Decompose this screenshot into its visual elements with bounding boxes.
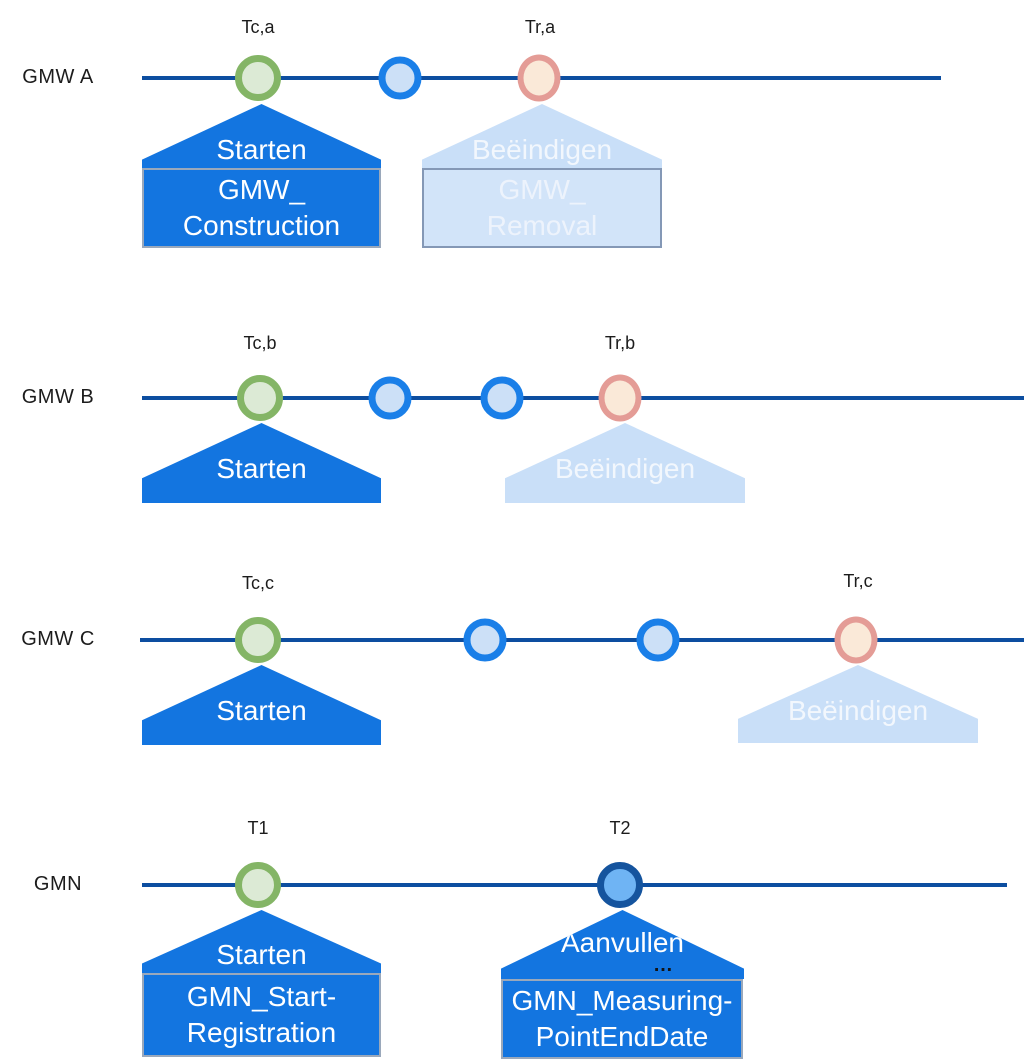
- callout-action-label: Starten: [216, 453, 307, 484]
- row-label-gmw-c: GMW C: [21, 628, 95, 650]
- row-label-gmn: GMN: [33, 873, 83, 895]
- callout-start-gmw-a: Starten: [142, 104, 381, 168]
- tick-label-tcc: Tc,c: [241, 573, 275, 593]
- callout-start-gmn: Starten: [142, 910, 381, 973]
- callout-doc-gmw-a-removal: GMW_ Removal: [422, 168, 662, 248]
- doc-line: Construction: [182, 210, 341, 241]
- event-node-start-icon: [235, 862, 281, 908]
- callout-doc-gmw-a-construction: GMW_ Construction: [142, 168, 381, 248]
- callout-action-label: Starten: [216, 695, 307, 726]
- timeline-gmn: [142, 883, 1007, 887]
- tick-label-t2: T2: [609, 818, 631, 838]
- event-node-intermediate-icon: [463, 618, 507, 662]
- callout-end-gmw-c: Beëindigen: [738, 665, 978, 743]
- doc-line: Registration: [186, 1017, 337, 1048]
- callout-end-gmn: Aanvullen …: [501, 910, 744, 979]
- callout-start-gmw-c: Starten: [142, 665, 381, 745]
- callout-action-label: Starten: [216, 134, 307, 165]
- event-node-intermediate-icon: [480, 376, 524, 420]
- tick-label-tcb: Tc,b: [243, 333, 277, 353]
- callout-action-label: Aanvullen: [561, 927, 684, 958]
- doc-line: Removal: [486, 210, 598, 241]
- event-node-removal-icon: [834, 616, 878, 664]
- doc-line: GMN_Measuring-: [511, 985, 733, 1016]
- event-node-intermediate-icon: [636, 618, 680, 662]
- doc-line: PointEndDate: [535, 1021, 709, 1052]
- callout-action-label: Starten: [216, 939, 307, 970]
- row-label-gmw-b: GMW B: [21, 386, 95, 408]
- event-node-removal-icon: [517, 54, 561, 102]
- doc-line: GMW_: [498, 174, 586, 205]
- callout-end-gmw-b: Beëindigen: [505, 423, 745, 503]
- tick-label-trb: Tr,b: [604, 333, 636, 353]
- callout-doc-gmn-measuring-point-end-date: GMN_Measuring- PointEndDate: [501, 979, 743, 1059]
- callout-action-label: Beëindigen: [471, 134, 613, 165]
- callout-doc-gmn-start-registration: GMN_Start- Registration: [142, 973, 381, 1057]
- event-node-removal-icon: [598, 374, 642, 422]
- event-node-start-icon: [235, 617, 281, 663]
- ellipsis-more-indicator: …: [653, 954, 675, 976]
- event-node-measuring-point-end-icon: [597, 862, 643, 908]
- callout-action-label: Beëindigen: [554, 453, 696, 484]
- tick-label-trc: Tr,c: [843, 571, 873, 591]
- tick-label-t1: T1: [247, 818, 269, 838]
- event-node-intermediate-icon: [378, 56, 422, 100]
- callout-start-gmw-b: Starten: [142, 423, 381, 503]
- callout-action-label: Beëindigen: [787, 695, 929, 726]
- doc-line: GMW_: [217, 174, 306, 205]
- event-node-start-icon: [235, 55, 281, 101]
- callout-end-gmw-a: Beëindigen: [422, 104, 662, 168]
- event-node-intermediate-icon: [368, 376, 412, 420]
- timeline-gmw-b: [142, 396, 1024, 400]
- tick-label-tca: Tc,a: [241, 17, 275, 37]
- tick-label-tra: Tr,a: [524, 17, 556, 37]
- row-label-gmw-a: GMW A: [22, 66, 94, 88]
- event-node-start-icon: [237, 375, 283, 421]
- doc-line: GMN_Start-: [186, 981, 337, 1012]
- timeline-gmw-c: [140, 638, 1024, 642]
